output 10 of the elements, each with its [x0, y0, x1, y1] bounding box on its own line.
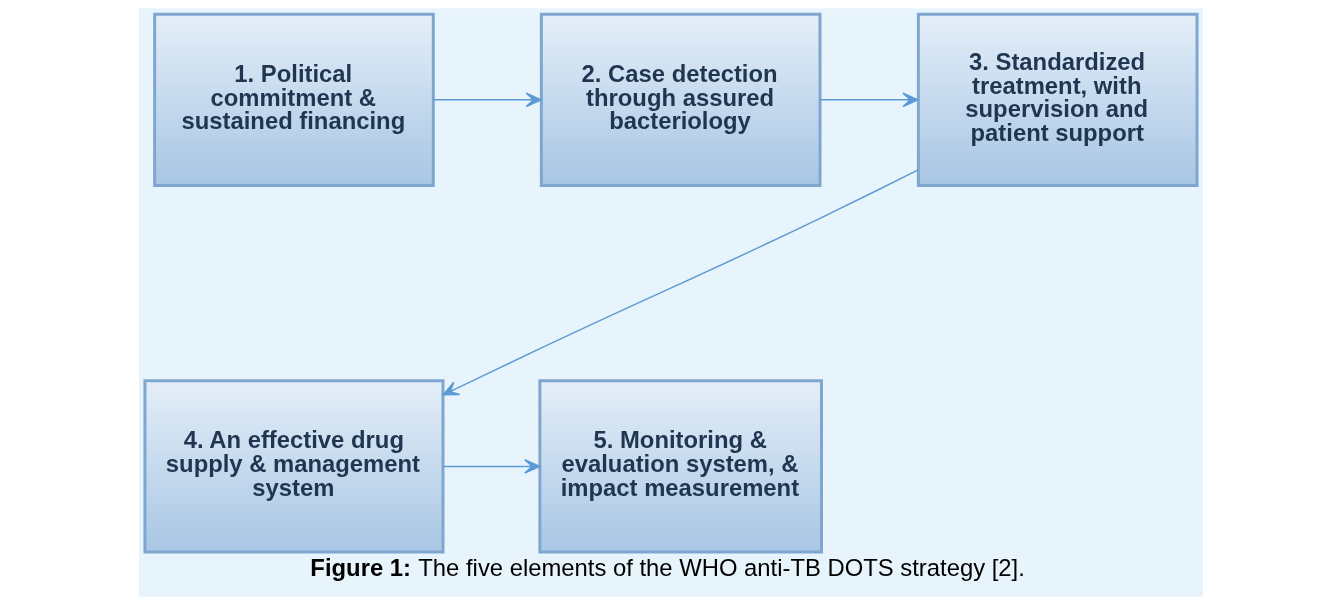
arrow	[442, 169, 919, 396]
node-box: 4. An effective drug supply & management system	[142, 379, 444, 554]
arrow	[432, 92, 542, 108]
arrow	[819, 92, 919, 108]
caption: Figure 1: The five elements of the WHO anti-TB DOTS strategy [2].	[309, 553, 1025, 581]
arrow	[442, 458, 540, 474]
node-box: 1. Political commitment & sustained financing	[152, 12, 435, 187]
node-box: 5. Monitoring & evaluation system, & impact measurement	[537, 379, 823, 554]
node-box: 3. Standardized treatment, with supervision and patient support	[916, 12, 1199, 187]
node-box: 2. Case detection through assured bacteriology	[539, 12, 821, 187]
